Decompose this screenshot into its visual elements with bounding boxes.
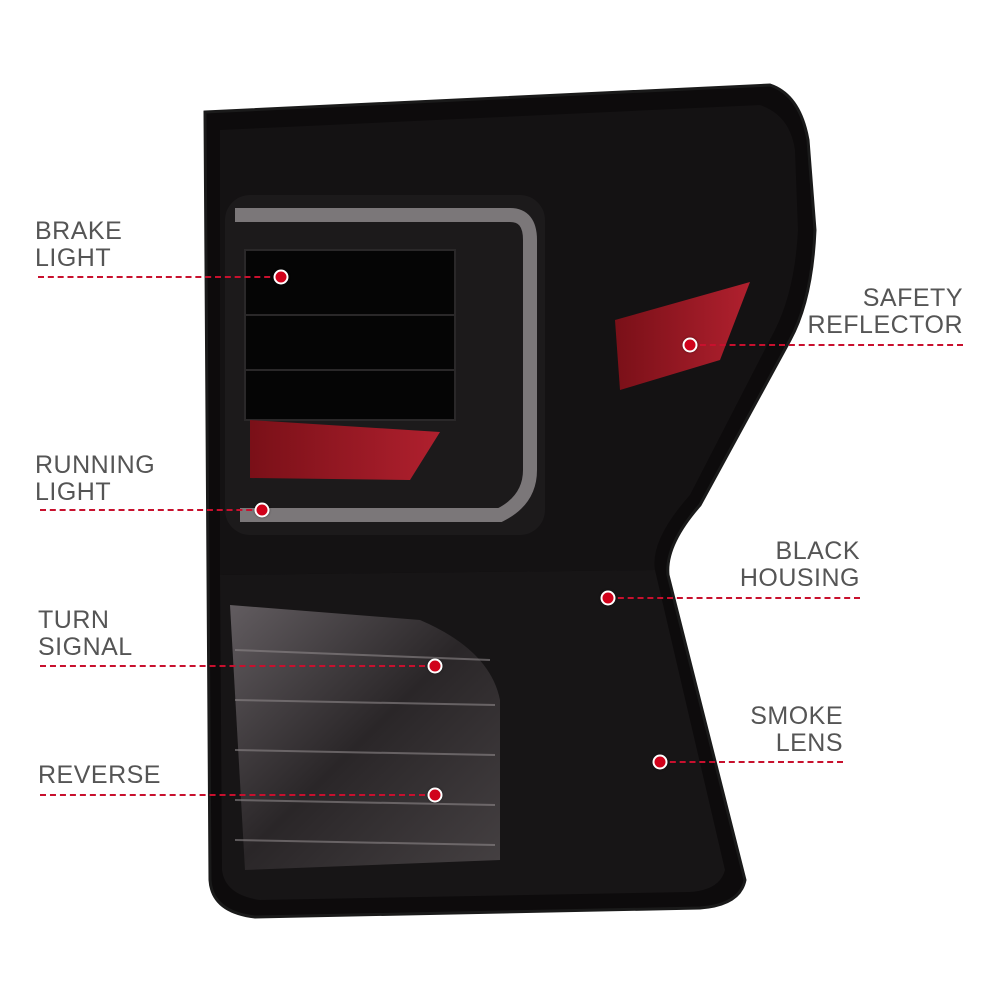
label-line: SIGNAL [38,633,133,661]
label-line: SMOKE [750,702,843,730]
label-line: LIGHT [35,244,112,272]
smoke-lens-dot [652,754,668,770]
running-light-leader [40,509,262,511]
black-housing-dot [600,590,616,606]
smoke-lens-leader [660,761,843,763]
safety-reflector-leader [690,344,963,346]
brake-light-leader [38,276,280,278]
label-line: BLACK [775,537,860,565]
label-line: REFLECTOR [807,311,963,339]
red-lens [250,420,440,480]
label-line: LENS [775,729,843,757]
label-line: LIGHT [35,478,112,506]
reflector-shape [615,282,750,390]
label-line: REVERSE [38,761,161,789]
reverse-label: REVERSE [38,762,161,789]
reverse-leader [40,794,435,796]
black-housing-leader [608,597,860,599]
running-light-dot [254,502,270,518]
label-line: SAFETY [862,284,963,312]
reverse-dot [427,787,443,803]
safety-reflector-dot [682,337,698,353]
light-bar [235,208,537,522]
label-line: BRAKE [35,217,123,245]
turn-signal-dot [427,658,443,674]
smoke-lens [230,605,500,870]
brake-light-dot [273,269,289,285]
turn-signal-leader [40,665,435,667]
label-line: TURN [38,606,110,634]
label-line: HOUSING [739,564,860,592]
label-line: RUNNING [35,451,156,479]
